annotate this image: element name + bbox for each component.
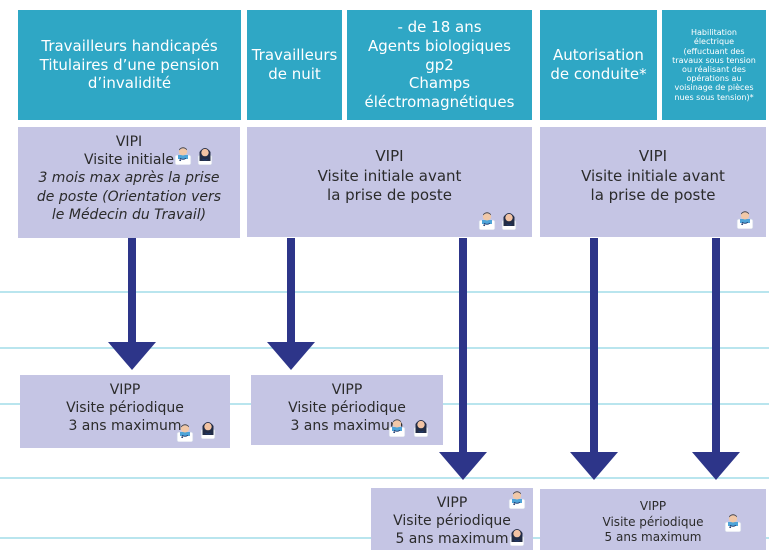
category-minors-line-2: Agents biologiques [368, 36, 511, 55]
arrow-minors-shaft [459, 238, 467, 452]
category-electric-line-1: Habilitation [690, 28, 737, 38]
guide-line-1 [0, 291, 769, 293]
periodic-visit-night-card: VIPP Visite périodique 3 ans maximum [251, 375, 443, 445]
arrow-electric-head [692, 452, 740, 480]
periodic-visit-night-title: VIPP [331, 382, 363, 398]
initial-visit-handicapped-detail-1: 3 mois max après la prise [38, 170, 220, 187]
arrow-handicapped-shaft [128, 238, 136, 342]
arrow-electric-shaft [712, 238, 720, 452]
periodic-visit-night-subtitle: Visite périodique [288, 400, 406, 417]
periodic-visit-night-frequency: 3 ans maximum [290, 418, 404, 435]
initial-visit-night-minors-card: VIPI Visite initiale avant la prise de p… [247, 127, 532, 237]
arrow-driving-shaft [590, 238, 598, 452]
arrow-minors-head [439, 452, 487, 480]
category-electrical-clearance: Habilitation électrique (effuctuant des … [662, 10, 766, 120]
male-doctor-icon [723, 512, 743, 532]
periodic-visit-handicapped-frequency: 3 ans maximum [68, 418, 182, 435]
category-electric-line-6: opérations au [686, 74, 742, 84]
initial-visit-night-minors-line-2: la prise de poste [327, 186, 452, 204]
female-doctor-icon [195, 145, 215, 165]
category-electric-line-7: voisinage de pièces [674, 83, 754, 93]
category-minors-biological-electromagnetic: - de 18 ans Agents biologiques gp2 Champ… [347, 10, 532, 120]
arrow-driving-head [570, 452, 618, 480]
periodic-visit-handicapped-title: VIPP [109, 382, 141, 398]
male-doctor-icon [173, 145, 193, 165]
periodic-visit-driving-electric-card: VIPP Visite périodique 5 ans maximum [540, 489, 766, 550]
initial-visit-handicapped-title: VIPI [115, 134, 143, 150]
initial-visit-night-minors-line-1: Visite initiale avant [317, 166, 462, 185]
initial-visit-driving-electric-title: VIPI [638, 147, 668, 165]
initial-visit-driving-electric-line-1: Visite initiale avant [581, 166, 725, 185]
category-electric-line-4: travaux sous tension [672, 55, 756, 65]
category-electric-line-3: (effuctuant des [683, 46, 745, 56]
category-electric-line-2: électrique [693, 37, 735, 47]
female-doctor-icon [507, 526, 527, 546]
initial-visit-driving-electric-line-2: la prise de poste [590, 186, 716, 204]
category-night-workers: Travailleurs de nuit [247, 10, 342, 120]
category-handicapped-line-3: d’invalidité [87, 74, 172, 93]
periodic-visit-minors-card: VIPP Visite périodique 5 ans maximum [371, 488, 533, 550]
initial-visit-driving-electric-card: VIPI Visite initiale avant la prise de p… [540, 127, 766, 237]
arrow-night-head [267, 342, 315, 370]
female-doctor-icon [198, 419, 218, 439]
periodic-visit-driving-electric-title: VIPP [639, 499, 667, 513]
category-minors-line-1: - de 18 ans [397, 18, 482, 37]
category-night-line-2: de nuit [268, 65, 321, 83]
category-driving-line-1: Autorisation [553, 46, 644, 65]
periodic-visit-minors-subtitle: Visite périodique [393, 513, 511, 530]
initial-visit-handicapped-subtitle: Visite initiale [83, 152, 174, 169]
initial-visit-night-minors-title: VIPI [375, 147, 404, 165]
arrow-handicapped-head [108, 342, 156, 370]
initial-visit-handicapped-detail-3: le Médecin du Travail) [51, 206, 207, 223]
category-handicapped-line-2: Titulaires d’une pension [39, 55, 220, 74]
category-driving-line-2: de conduite* [550, 65, 647, 83]
female-doctor-icon [411, 417, 431, 437]
male-doctor-icon [175, 422, 195, 442]
category-night-line-1: Travailleurs [251, 46, 338, 65]
category-handicapped-workers: Travailleurs handicapés Titulaires d’une… [18, 10, 241, 120]
category-electric-line-5: ou réalisant des [682, 65, 746, 74]
guide-line-4 [0, 477, 769, 479]
category-minors-line-5: éléctromagnétiques [364, 93, 515, 112]
category-minors-line-3: gp2 [425, 55, 454, 74]
category-minors-line-4: Champs [408, 74, 471, 93]
male-doctor-icon [477, 210, 497, 230]
male-doctor-icon [735, 209, 755, 229]
category-electric-line-8: nues sous tension)* [674, 92, 754, 102]
arrow-night-shaft [287, 238, 295, 342]
periodic-visit-minors-frequency: 5 ans maximum [395, 531, 509, 548]
periodic-visit-handicapped-card: VIPP Visite périodique 3 ans maximum [20, 375, 230, 448]
category-driving-authorization: Autorisation de conduite* [540, 10, 657, 120]
periodic-visit-driving-electric-subtitle: Visite périodique [602, 514, 704, 529]
periodic-visit-handicapped-subtitle: Visite périodique [66, 400, 184, 417]
periodic-visit-driving-electric-frequency: 5 ans maximum [604, 530, 702, 545]
initial-visit-handicapped-detail-2: de poste (Orientation vers [36, 188, 222, 205]
guide-line-2 [0, 347, 769, 349]
periodic-visit-minors-title: VIPP [436, 495, 468, 511]
initial-visit-handicapped-card: VIPI Visite initiale 3 mois max après la… [18, 127, 240, 238]
category-handicapped-line-1: Travailleurs handicapés [41, 36, 218, 55]
female-doctor-icon [499, 210, 519, 230]
male-doctor-icon [387, 417, 407, 437]
male-doctor-icon [507, 489, 527, 509]
